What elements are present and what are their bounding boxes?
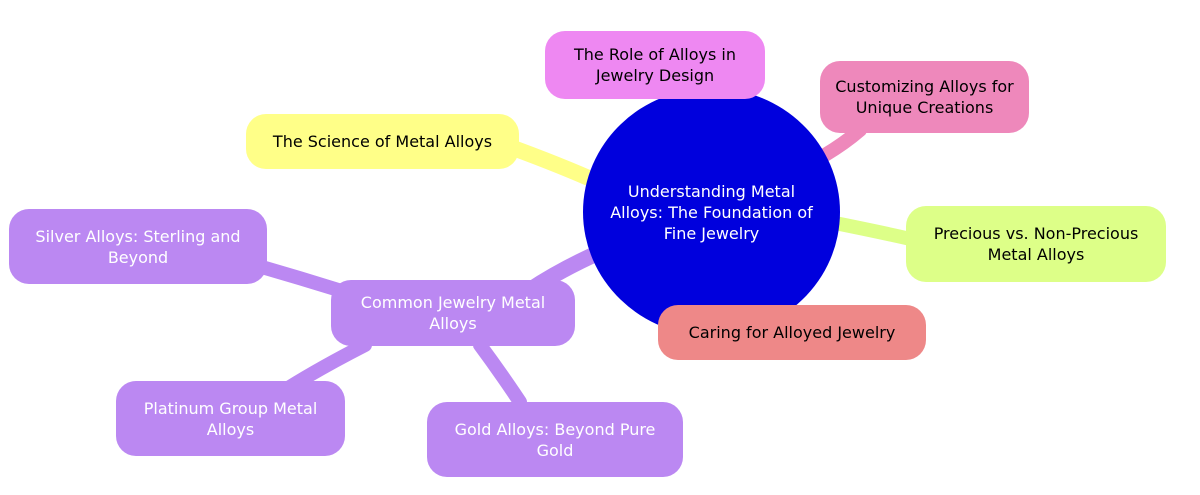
node-label: Customizing Alloys for Unique Creations [835,77,1014,117]
edge-root-customizing [818,123,867,162]
root-label: Understanding Metal Alloys: The Foundati… [610,181,813,243]
node-label: Silver Alloys: Sterling and Beyond [35,226,241,267]
node-precious-vs-nonprecious: Precious vs. Non-Precious Metal Alloys [906,206,1166,282]
node-silver-alloys: Silver Alloys: Sterling and Beyond [9,209,267,284]
node-gold-alloys: Gold Alloys: Beyond Pure Gold [427,402,683,477]
node-label: Platinum Group Metal Alloys [143,398,318,439]
root-node: Understanding Metal Alloys: The Foundati… [583,88,840,336]
node-platinum-group-alloys: Platinum Group Metal Alloys [116,381,345,456]
node-label: Gold Alloys: Beyond Pure Gold [454,419,656,460]
node-label: Common Jewelry Metal Alloys [360,293,546,333]
node-caring-for-alloyed-jewelry: Caring for Alloyed Jewelry [658,305,926,360]
edge-common-silver [248,258,352,299]
edge-common-gold [473,338,527,409]
node-label: Caring for Alloyed Jewelry [688,323,896,342]
node-science-of-metal-alloys: The Science of Metal Alloys [246,114,519,169]
node-label: Precious vs. Non-Precious Metal Alloys [933,224,1139,264]
edge-root-precious [823,215,922,247]
node-customizing-alloys: Customizing Alloys for Unique Creations [820,61,1029,133]
node-label: The Science of Metal Alloys [272,132,493,151]
node-role-of-alloys: The Role of Alloys in Jewelry Design [545,31,765,99]
node-label: The Role of Alloys in Jewelry Design [573,45,736,85]
node-common-jewelry-metal-alloys: Common Jewelry Metal Alloys [331,280,575,346]
edge-root-science [497,137,608,191]
